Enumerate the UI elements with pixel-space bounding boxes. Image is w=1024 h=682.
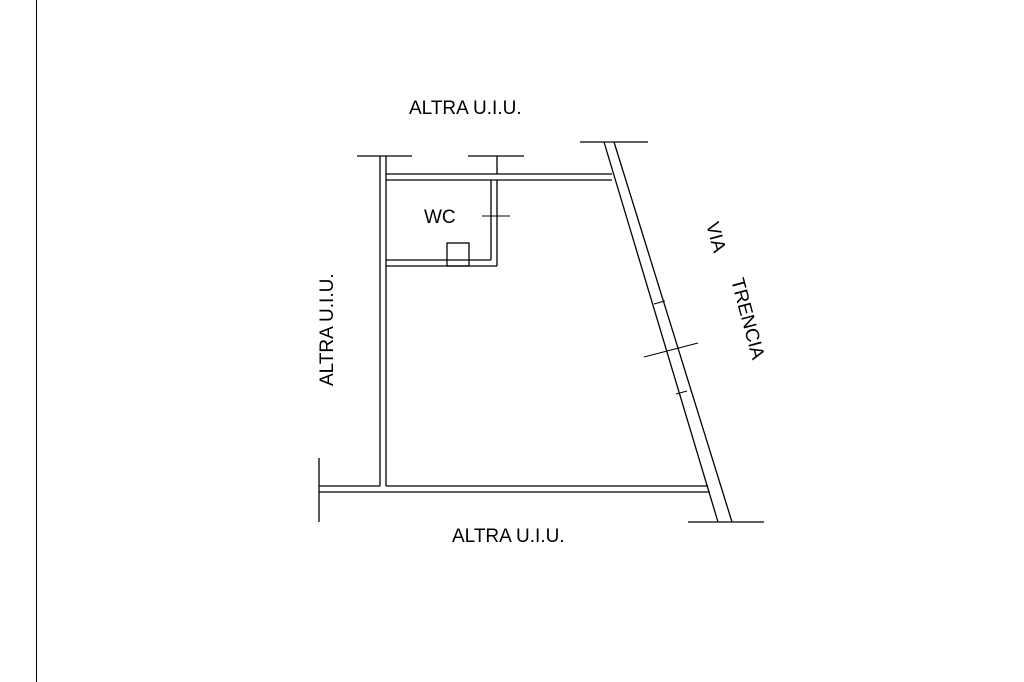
street-wall xyxy=(603,141,764,523)
label-top-neighbor: ALTRA U.I.U. xyxy=(409,98,522,119)
bottom-wall xyxy=(318,458,710,522)
top-wall xyxy=(357,141,648,181)
window-mark xyxy=(643,300,699,395)
label-left-neighbor: ALTRA U.I.U. xyxy=(317,273,338,386)
wc-fixture-icon xyxy=(446,242,470,267)
wc-walls xyxy=(386,180,498,267)
label-street-name: TRENCIA xyxy=(726,276,768,362)
label-street-via: VIA xyxy=(701,220,729,255)
label-bottom-neighbor: ALTRA U.I.U. xyxy=(452,526,565,547)
label-wc: WC xyxy=(424,207,456,228)
left-wall xyxy=(379,156,387,486)
